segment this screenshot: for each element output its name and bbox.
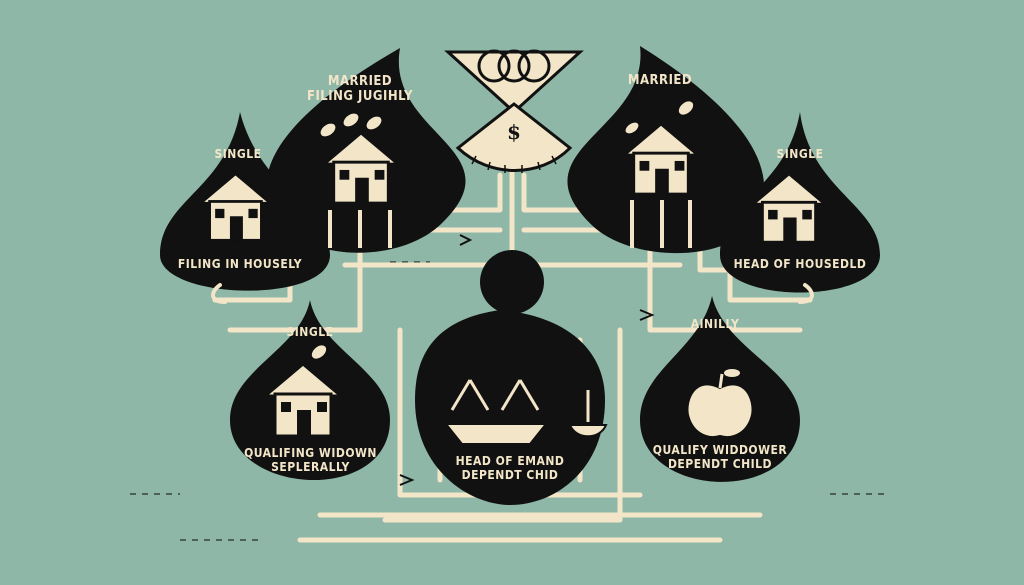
hub-circle (480, 250, 544, 314)
label-line: DEPENDT CHID (461, 467, 559, 482)
drop-center-label: HEAD OF EMAND DEPENDT CHID (430, 454, 590, 483)
connector-line (521, 172, 813, 303)
drop-low-right-title: AINILLY (670, 317, 760, 332)
dollar-funnel: $ (455, 102, 573, 173)
apple-icon (686, 369, 754, 438)
drop-mid-left-subtitle: FILING IN HOUSELY (175, 257, 305, 272)
drop-low-left-title: SINGLE (270, 325, 350, 340)
rings-funnel (444, 49, 584, 115)
label-line: HEAD OF HOUSEDLD (733, 257, 867, 271)
label-line: FILING JUGIHLY (306, 88, 414, 104)
connector-line (382, 327, 623, 523)
drop-mid-right-title: SINGLE (755, 147, 845, 162)
drop-mid-right-subtitle: HEAD OF HOUSEDLD (730, 257, 870, 272)
ring-icon (477, 49, 551, 83)
connector-line (397, 327, 643, 498)
arrow-icon (399, 234, 655, 486)
connector-line (342, 262, 503, 303)
drop-top-right-label: MARRIED (610, 73, 710, 89)
label-line: DEPENDT CHILD (667, 456, 773, 471)
label-line: QUALIFY WIDDOWER (652, 443, 788, 457)
label-line: SINGLE (286, 325, 334, 339)
label-line: QUALIFING WIDOWN (244, 446, 377, 460)
label-line: SEPLERALLY (271, 459, 350, 474)
label-line: MARRIED (327, 74, 393, 89)
label-line: FILING IN HOUSELY (177, 257, 303, 271)
label-line: SINGLE (776, 147, 824, 161)
leaf-icon (310, 99, 695, 361)
label-line: SINGLE (214, 147, 262, 161)
drop-mid-left-title: SINGLE (193, 147, 283, 162)
drop-center (415, 310, 605, 505)
dollar-icon: $ (507, 120, 521, 144)
scale-icon (443, 379, 608, 445)
arrow-icon (211, 283, 814, 304)
label-line: HEAD OF EMAND (455, 454, 565, 468)
label-line: MARRIED (627, 73, 693, 88)
drop-low-right-subtitle: QUALIFY WIDDOWER DEPENDT CHILD (650, 443, 790, 472)
connector-line (521, 262, 683, 303)
drop-top-left-label: MARRIED FILING JUGIHLY (300, 74, 420, 105)
drop-low-left-subtitle: QUALIFING WIDOWN SEPLERALLY (238, 446, 383, 475)
label-line: AINILLY (690, 317, 740, 331)
background-dashes (130, 261, 890, 541)
